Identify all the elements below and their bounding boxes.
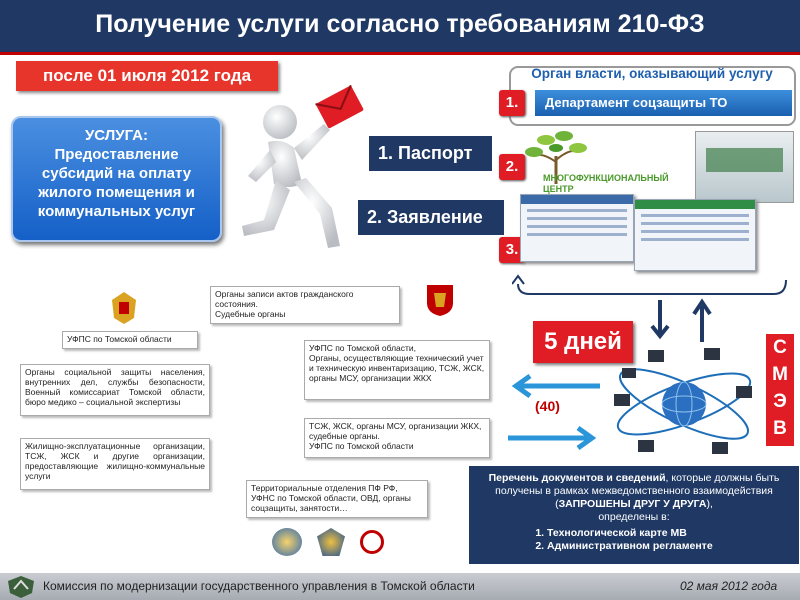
smev-letter: Э [773, 391, 787, 412]
docs-intro-end: ), [706, 498, 713, 510]
date-banner: после 01 июля 2012 года [16, 61, 278, 91]
docs-intro: Перечень документов и сведений, которые … [477, 472, 791, 511]
page-title: Получение услуги согласно требованиям 21… [95, 10, 705, 38]
docs-item: Административном регламенте [547, 540, 791, 553]
network-globe-icon [614, 348, 752, 454]
smev-badge: С М Э В [766, 334, 794, 446]
docs-list: Технологической карте МВ Административно… [477, 527, 791, 553]
agency-emblem-icon [272, 528, 302, 556]
authority-title: Орган власти, оказывающий услугу [531, 66, 773, 81]
agency-box: Органы социальной защиты населения, внут… [20, 364, 210, 416]
docs-intro-caps: ЗАПРОШЕНЫ ДРУГ У ДРУГА [558, 498, 707, 510]
pension-fund-icon [360, 530, 384, 554]
footer-date: 02 мая 2012 года [680, 579, 778, 593]
coat-of-arms-icon [427, 285, 453, 316]
service-line: коммунальных услуг [37, 203, 196, 220]
agency-box: УФПС по Томской области [62, 331, 198, 349]
horizontal-arrows-icon [508, 373, 600, 450]
exchange-arrows-icon [650, 298, 712, 342]
footer-commission: Комиссия по модернизации государственног… [43, 579, 475, 593]
smev-letter: М [772, 364, 788, 385]
bracket-line [512, 274, 787, 295]
days-badge: 5 дней [533, 321, 633, 363]
mfc-tree-icon [525, 131, 587, 184]
agency-box: ТСЖ, ЖСК, органы МСУ, организации ЖКХ, с… [304, 418, 490, 458]
agency-box: Жилищно-эксплуатационные организации, ТС… [20, 438, 210, 490]
tomsk-emblem-icon [8, 576, 34, 598]
forty-label: (40) [535, 398, 560, 414]
smev-letter: В [773, 418, 787, 439]
service-line: субсидий на оплату [41, 165, 192, 182]
step-number: 2. [499, 154, 525, 180]
agency-box: Территориальные отделения ПФ РФ, УФНС по… [246, 480, 428, 518]
agency-emblem-icon [317, 528, 345, 556]
mfc-line: МНОГОФУНКЦИОНАЛЬНЫЙ [543, 173, 669, 183]
service-line: Предоставление [54, 146, 179, 163]
docs-intro-rest: , которые должны быть получены в рамках … [495, 472, 780, 510]
portal-screenshot [520, 194, 634, 262]
portal-screenshot [634, 199, 756, 271]
docs-item: Технологической карте МВ [547, 527, 791, 540]
passport-box: 1. Паспорт [369, 136, 492, 171]
smev-letter: С [773, 337, 787, 358]
application-box: 2. Заявление [358, 200, 504, 235]
header-bar [0, 0, 800, 55]
department-bar: Департамент соцзащиты ТО [535, 90, 792, 116]
footer-bar [0, 573, 800, 600]
mfc-label: МНОГОФУНКЦИОНАЛЬНЫЙ ЦЕНТР [543, 173, 669, 195]
step-number: 1. [499, 90, 525, 116]
agency-box: УФПС по Томской области, Органы, осущест… [304, 340, 490, 400]
office-counter [706, 148, 783, 172]
documents-panel: Перечень документов и сведений, которые … [469, 466, 799, 564]
service-box: УСЛУГА: Предоставление субсидий на оплат… [11, 116, 222, 242]
docs-intro-bold: Перечень документов и сведений [488, 472, 666, 484]
service-line: жилого помещения и [38, 184, 195, 201]
mfc-line: ЦЕНТР [543, 184, 574, 194]
person-with-envelope-icon [242, 84, 364, 248]
service-heading: УСЛУГА: [84, 127, 149, 144]
coat-of-arms-icon [112, 292, 136, 324]
agency-box: Органы записи актов гражданского состоян… [210, 286, 400, 324]
docs-determined: определены в: [598, 511, 670, 523]
office-photo [695, 131, 794, 203]
